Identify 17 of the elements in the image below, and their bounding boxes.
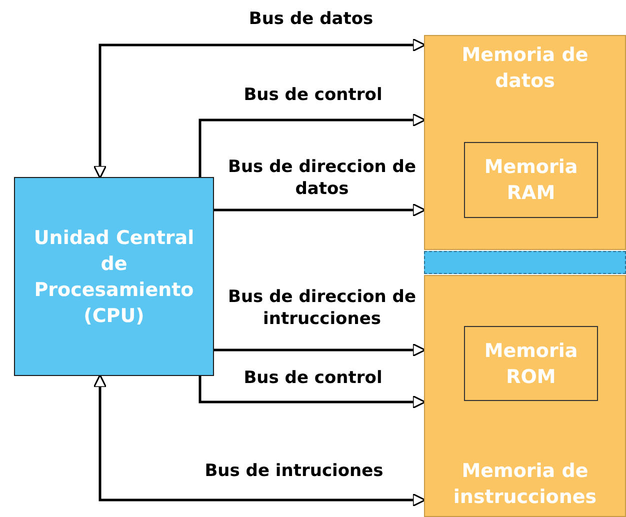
memory-label: Memoria RAM	[483, 155, 579, 206]
memory-label: Memoria de datos	[460, 43, 590, 94]
memory-panel	[424, 275, 626, 517]
bus-arrow	[93, 38, 426, 179]
memory-label: Memoria ROM	[483, 338, 579, 390]
bus-arrow	[214, 343, 426, 357]
node-label: Unidad Central de Procesamiento (CPU)	[32, 226, 196, 328]
memory-label: Memoria de instrucciones	[452, 459, 598, 510]
bus-arrow	[198, 113, 426, 177]
process-box	[14, 177, 214, 376]
memory-box	[464, 142, 598, 218]
bus-arrow	[93, 374, 426, 507]
memory-panel	[424, 35, 626, 250]
bus-arrow	[198, 376, 426, 409]
memory-box	[464, 326, 598, 401]
bus-arrow	[214, 203, 426, 217]
separator-band	[424, 251, 626, 274]
